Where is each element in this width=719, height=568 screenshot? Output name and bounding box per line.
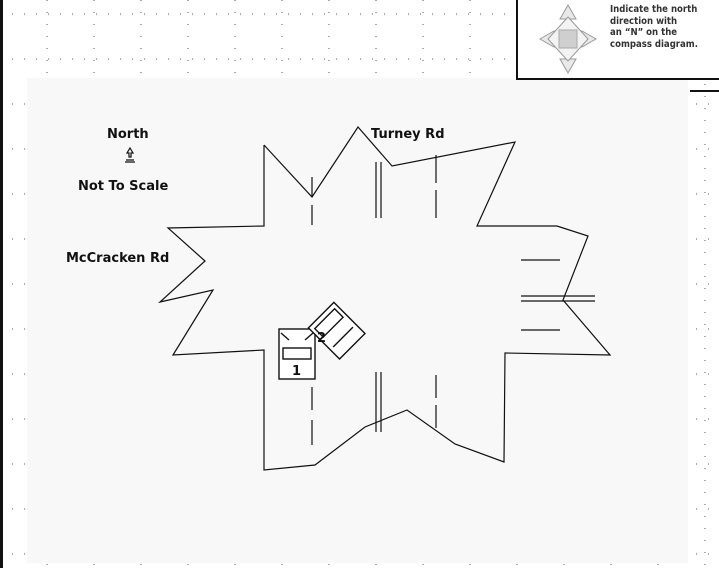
vehicle-1-detail [304,332,314,341]
vehicle-2-body [307,301,366,360]
road-label-mccracken: McCracken Rd [66,251,170,266]
vehicle-2-detail [332,326,354,348]
vehicle-1-cab [282,347,312,360]
vehicle-2-cab [313,307,345,339]
right-canvas-line [690,90,719,92]
scale-note: Not To Scale [78,179,169,194]
left-border-line [0,0,3,568]
instruction-line: an “N” on the [610,27,678,38]
north-label: North [107,127,149,142]
vehicle-1-number: 1 [292,364,302,379]
instruction-line: direction with [610,15,678,27]
vehicle-2-number: 2 [317,331,327,346]
instruction-line: compass diagram. [610,38,698,50]
drawing-canvas [27,78,688,563]
compass-instruction: Indicate the north direction with an “N”… [610,4,718,50]
intersection-outline [157,126,612,471]
north-arrow-icon [125,147,135,163]
road-label-turney: Turney Rd [371,127,445,142]
vehicle-1-detail [280,332,290,341]
compass-panel: Indicate the north direction with an “N”… [516,0,719,80]
compass-rose-icon[interactable] [538,3,598,75]
instruction-line: Indicate the north [610,4,698,15]
